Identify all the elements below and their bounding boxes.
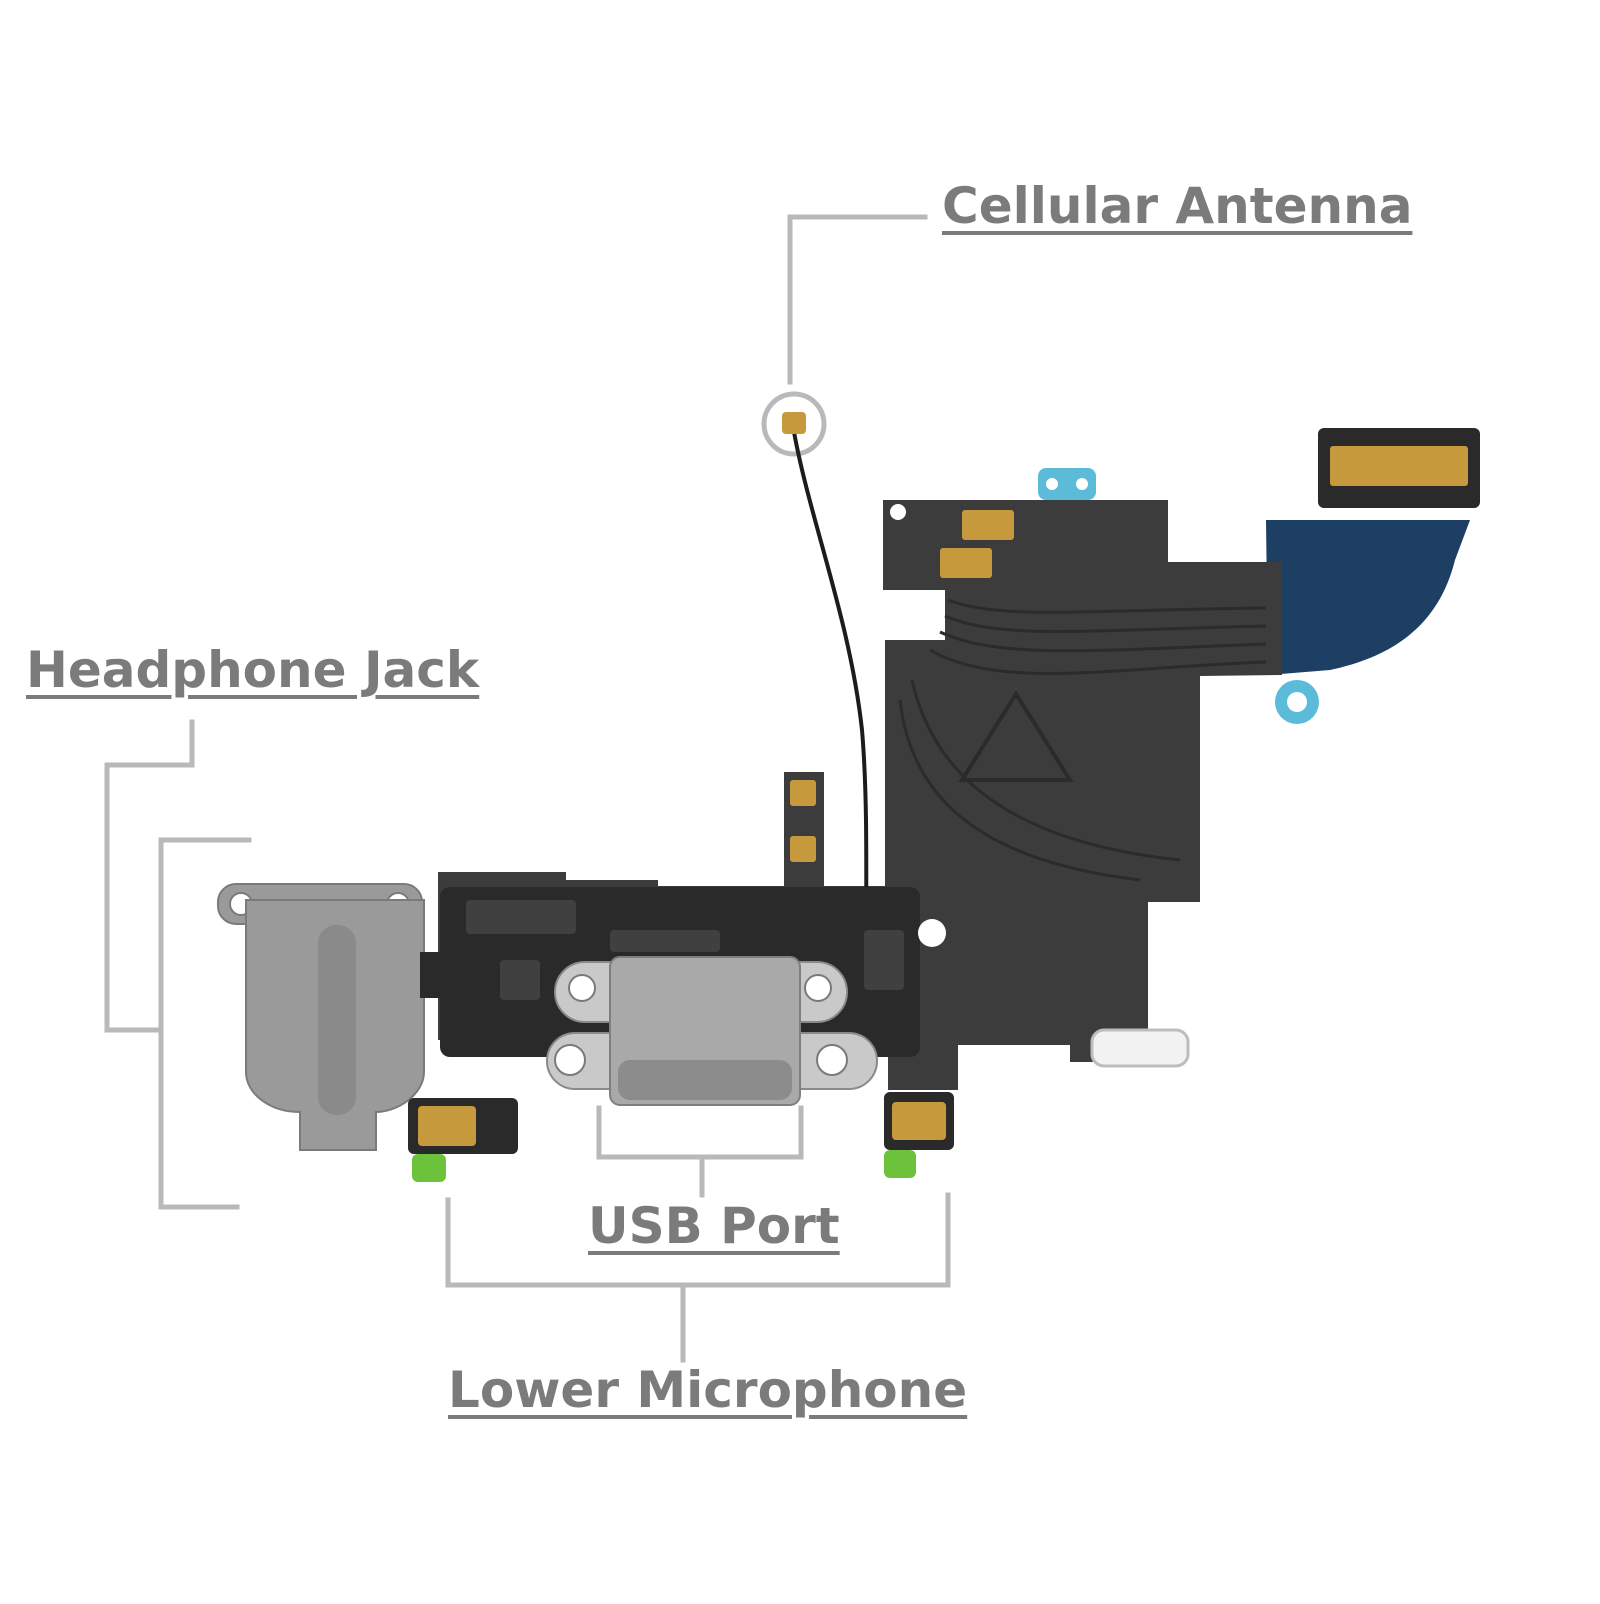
antenna-callout-line (787, 214, 928, 385)
gold-pad-3 (790, 780, 816, 806)
label-usb-port: USB Port (588, 1197, 840, 1255)
blue-tab-top-hole-a (1046, 478, 1058, 490)
gold-pad-2 (940, 548, 992, 578)
dock-flex-connector (1266, 428, 1480, 675)
label-lower-microphone: Lower Microphone (448, 1361, 968, 1419)
mic-left-module (418, 1106, 476, 1146)
white-tab (1090, 1028, 1190, 1068)
lower-microphone-left (408, 1098, 518, 1182)
usb-screw-hole-br (816, 1044, 848, 1076)
headphone-jack-ridge (318, 925, 356, 1115)
headphone-jack (217, 883, 444, 1151)
usb-port-opening (618, 1060, 792, 1100)
blue-tab-top (1038, 468, 1096, 500)
mic-left-green-tab (412, 1154, 446, 1182)
label-headphone-jack: Headphone Jack (26, 641, 480, 699)
usb-screw-hole-bl (554, 1044, 586, 1076)
blue-tab-top-hole-b (1076, 478, 1088, 490)
warning-triangle-mark (958, 690, 1074, 782)
mic-right-green-tab (884, 1150, 916, 1178)
usb-bracket (596, 1105, 804, 1160)
board-screw-hole (918, 919, 946, 947)
board-components (466, 900, 904, 1000)
usb-port (546, 956, 878, 1106)
flex-traces (898, 598, 1267, 882)
antenna-callout-circle (761, 391, 827, 457)
callout-lines (104, 214, 951, 1363)
gold-pad-1 (962, 510, 1014, 540)
antenna-connector (782, 412, 806, 434)
gold-pad-4 (790, 836, 816, 862)
blue-tab-bottom-hole (1287, 692, 1307, 712)
mic-bracket (445, 1192, 951, 1288)
mic-right-module (892, 1102, 946, 1140)
headphone-bracket (158, 837, 252, 1210)
blue-shield (1266, 520, 1470, 675)
headphone-callout-line (104, 719, 195, 1033)
flex-cable (438, 500, 1282, 1090)
headphone-jack-stub (420, 952, 444, 998)
flex-screw-hole (890, 504, 906, 520)
connector-pins (1330, 446, 1468, 486)
label-cellular-antenna: Cellular Antenna (942, 177, 1413, 235)
usb-screw-hole-tl (568, 974, 596, 1002)
usb-screw-hole-tr (804, 974, 832, 1002)
lower-microphone-right (884, 1092, 954, 1178)
